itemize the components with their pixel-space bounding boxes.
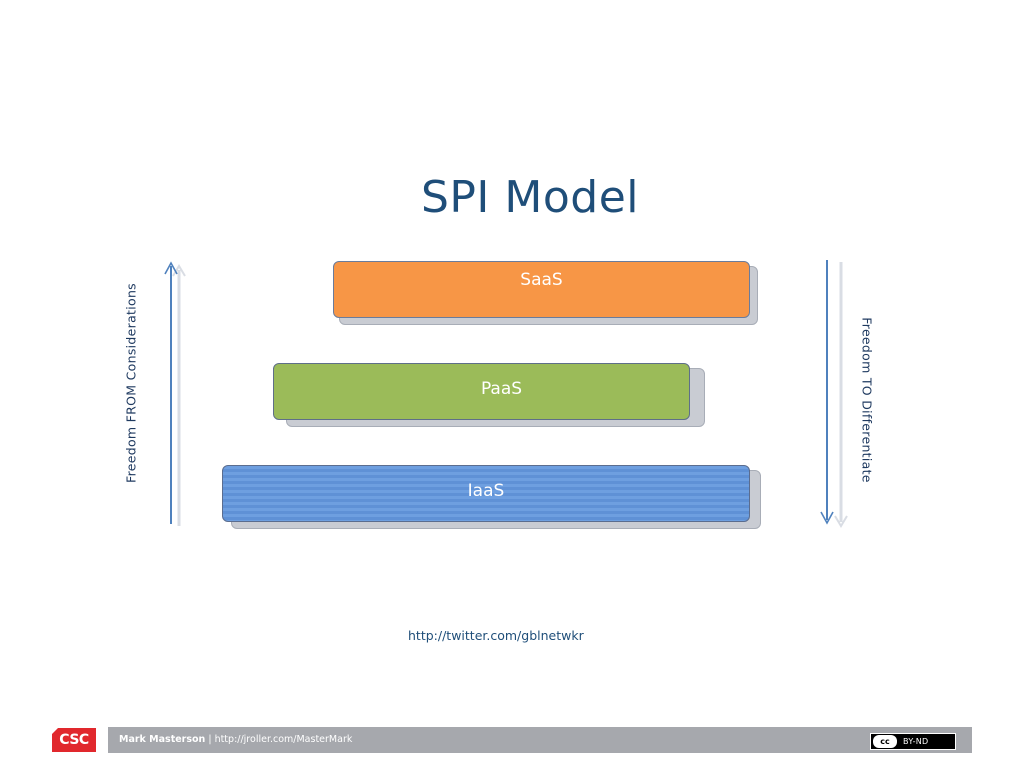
- author-name: Mark Masterson: [119, 734, 206, 745]
- iaas-label: IaaS: [467, 481, 505, 501]
- saas-layer: SaaS: [333, 261, 750, 318]
- csc-logo: CSC: [52, 728, 96, 752]
- author-link[interactable]: | http://jroller.com/MasterMark: [208, 734, 353, 745]
- slide-title: SPI Model: [420, 172, 640, 223]
- down-arrow-icon: [820, 260, 848, 528]
- up-arrow-icon: [164, 261, 186, 526]
- license-text: BY-ND: [903, 737, 929, 746]
- right-axis-label: Freedom TO Differentiate: [859, 317, 875, 483]
- iaas-layer: IaaS: [222, 465, 750, 522]
- saas-label: SaaS: [520, 269, 563, 290]
- cc-icon: cc: [873, 735, 897, 748]
- paas-layer: PaaS: [273, 363, 690, 420]
- left-axis-label: Freedom FROM Considerations: [123, 283, 139, 483]
- footer-bar: Mark Masterson | http://jroller.com/Mast…: [108, 727, 972, 753]
- footer-credit: Mark Masterson | http://jroller.com/Mast…: [119, 734, 352, 745]
- license-badge[interactable]: cc BY-ND: [870, 733, 956, 750]
- twitter-link[interactable]: http://twitter.com/gblnetwkr: [408, 628, 584, 643]
- paas-label: PaaS: [480, 378, 523, 399]
